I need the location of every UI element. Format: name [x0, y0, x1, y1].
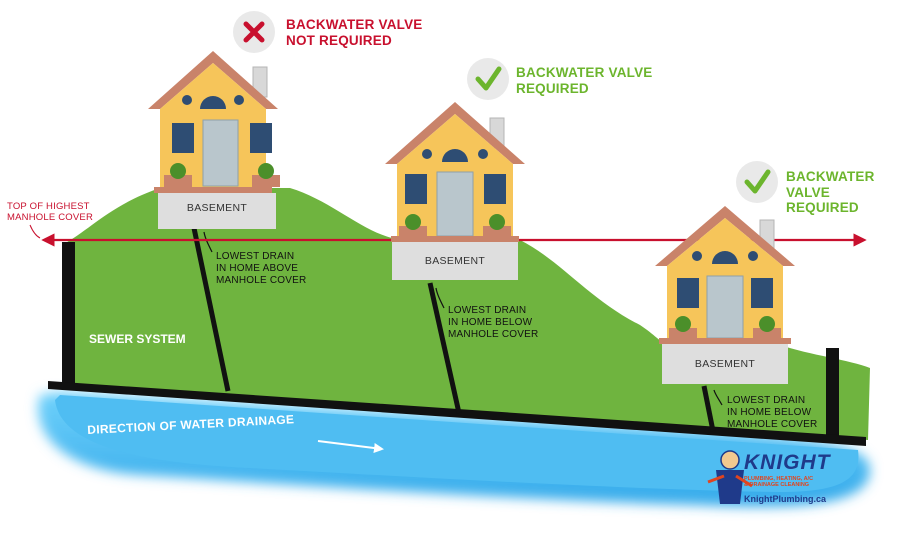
note-line: MANHOLE COVER — [727, 419, 818, 430]
drain-note-1: LOWEST DRAIN IN HOME ABOVE MANHOLE COVER — [216, 251, 306, 287]
check-icon — [744, 169, 771, 194]
window-icon — [250, 123, 272, 153]
door-icon — [202, 119, 239, 187]
basement-block — [158, 193, 276, 229]
status-line-1: BACKWATER VALVE — [786, 169, 875, 200]
logo-subtitle-line: & DRAINAGE CLEANING — [744, 482, 810, 489]
arched-window-icon — [442, 149, 468, 162]
arched-window-icon — [200, 96, 226, 109]
roof-icon — [148, 51, 278, 109]
basement-label-3: BASEMENT — [694, 358, 756, 370]
sewer-wall-left — [62, 242, 75, 384]
logo-name: KNIGHT — [744, 451, 831, 474]
drain-pipe-2 — [427, 282, 462, 414]
note-line: MANHOLE COVER — [216, 275, 307, 286]
status-line-1: BACKWATER VALVE — [516, 65, 653, 80]
house-1 — [148, 51, 280, 229]
planter-icon — [483, 226, 511, 238]
drain-note-2: LOWEST DRAIN IN HOME BELOW MANHOLE COVER — [448, 305, 538, 341]
basement-label-2: BASEMENT — [424, 255, 486, 267]
status-text-1: BACKWATER VALVE NOT REQUIRED — [286, 17, 423, 48]
drain-note-3: LOWEST DRAIN IN HOME BELOW MANHOLE COVER — [727, 395, 817, 431]
note-arrow-3 — [713, 389, 723, 406]
note-line: LOWEST DRAIN — [448, 305, 527, 316]
basement-label-1: BASEMENT — [186, 202, 248, 214]
sewer-pipe — [48, 381, 866, 446]
status-badge-3 — [736, 161, 778, 203]
logo-subtitle: PLUMBING, HEATING, A/C & DRAINAGE CLEANI… — [744, 476, 831, 488]
window-icon — [751, 278, 773, 308]
plant-icon — [489, 214, 505, 230]
logo-subtitle-line: PLUMBING, HEATING, A/C — [744, 476, 814, 483]
window-icon — [677, 278, 699, 308]
company-logo: KNIGHT PLUMBING, HEATING, A/C & DRAINAGE… — [744, 451, 831, 505]
roof-icon — [385, 102, 525, 164]
manhole-cover-label: TOP OF HIGHEST MANHOLE COVER — [7, 201, 94, 224]
water-stream-core — [55, 395, 859, 492]
round-window-icon — [422, 149, 432, 159]
logo-mascot-icon — [707, 450, 753, 504]
note-line: MANHOLE COVER — [448, 329, 539, 340]
foundation-strip — [659, 338, 791, 344]
planter-icon — [753, 328, 781, 340]
manhole-label-line: MANHOLE COVER — [7, 211, 94, 223]
basement-block — [392, 242, 518, 280]
round-window-icon — [692, 251, 702, 261]
status-line-2: NOT REQUIRED — [286, 32, 392, 48]
plant-icon — [258, 163, 274, 179]
basement-block — [662, 344, 788, 384]
drainage-arrow — [317, 440, 384, 453]
x-icon — [243, 21, 265, 43]
drain-pipe-1 — [191, 227, 231, 392]
plant-icon — [405, 214, 421, 230]
note-line: IN HOME BELOW — [727, 407, 812, 418]
plant-icon — [170, 163, 186, 179]
door-icon — [706, 275, 744, 339]
drain-pipe-3 — [701, 385, 716, 432]
plant-icon — [675, 316, 691, 332]
status-badge-1 — [233, 11, 275, 53]
check-icon — [475, 66, 502, 91]
sewer-wall-right — [826, 348, 839, 438]
logo-url[interactable]: KnightPlumbing.ca — [744, 494, 826, 505]
round-window-icon — [182, 95, 192, 105]
note-line: IN HOME BELOW — [448, 317, 533, 328]
status-badge-2 — [467, 58, 509, 100]
status-text-3: BACKWATER VALVE REQUIRED — [786, 169, 920, 216]
planter-icon — [164, 175, 192, 187]
window-icon — [484, 174, 506, 204]
note-arrow-2 — [435, 287, 445, 309]
window-icon — [172, 123, 194, 153]
manhole-pointer-arrow — [29, 224, 41, 239]
door-icon — [436, 171, 474, 237]
status-line-2: REQUIRED — [786, 200, 859, 216]
status-text-2: BACKWATER VALVE REQUIRED — [516, 65, 653, 96]
plant-icon — [759, 316, 775, 332]
round-window-icon — [234, 95, 244, 105]
round-window-icon — [748, 251, 758, 261]
note-line: IN HOME ABOVE — [216, 263, 299, 274]
foundation-strip — [154, 187, 272, 193]
planter-icon — [252, 175, 280, 187]
status-line-1: BACKWATER VALVE — [286, 17, 423, 32]
note-line: LOWEST DRAIN — [216, 251, 295, 262]
status-line-2: REQUIRED — [516, 80, 589, 96]
arched-window-icon — [712, 251, 738, 264]
house-3 — [655, 206, 795, 384]
foundation-strip — [391, 236, 519, 242]
house-2 — [385, 102, 525, 280]
note-line: LOWEST DRAIN — [727, 395, 806, 406]
manhole-label-line: TOP OF HIGHEST — [7, 201, 90, 212]
planter-icon — [399, 226, 427, 238]
round-window-icon — [478, 149, 488, 159]
planter-icon — [669, 328, 697, 340]
sewer-system-label: SEWER SYSTEM — [89, 332, 186, 346]
window-icon — [405, 174, 427, 204]
